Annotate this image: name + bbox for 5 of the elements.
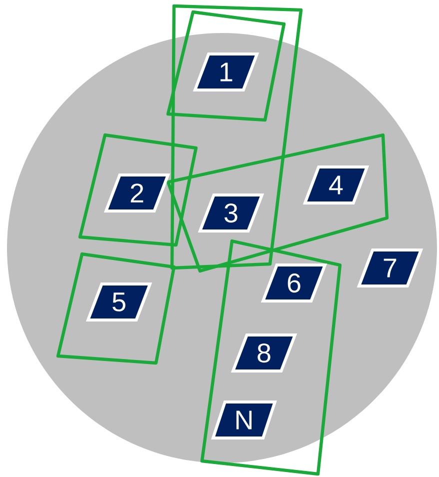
outline-frame: [200, 239, 342, 476]
outline-frame: [78, 133, 198, 247]
outline-frame: [166, 10, 286, 122]
outline-frame: [170, 4, 303, 270]
outline-frame: [56, 252, 176, 365]
